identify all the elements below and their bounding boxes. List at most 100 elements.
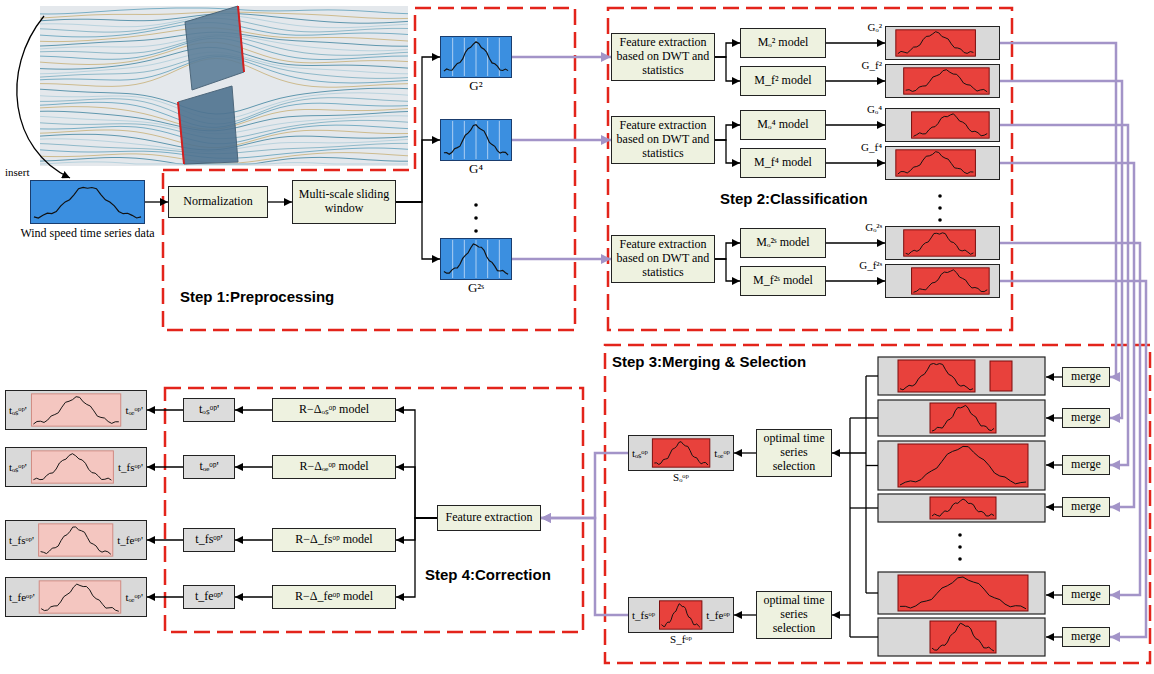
arrow-connector — [147, 596, 183, 597]
arrow-connector — [826, 162, 885, 163]
box-text: optimal time series selection — [760, 594, 828, 635]
arrow-connector — [715, 243, 740, 259]
step-heading: Step 1:Preprocessing — [180, 288, 334, 305]
series-segment — [31, 394, 120, 426]
series-curve — [914, 270, 988, 292]
box-text: M_f²ˢ model — [753, 274, 813, 288]
mini-chart — [886, 227, 999, 259]
process-box: Feature extraction based on DWT and stat… — [611, 235, 715, 283]
process-box: merge — [1062, 455, 1110, 476]
box-text: Feature extraction — [446, 511, 533, 525]
blade-edge — [178, 102, 184, 164]
series-segment — [990, 361, 1012, 391]
arrow-connector — [145, 201, 168, 202]
series-label: S_fᵒᵖ — [629, 633, 733, 646]
selection-wire — [866, 465, 878, 466]
flow-connector — [1000, 281, 1146, 637]
process-box: Mₒ⁴ model — [740, 110, 826, 140]
class-result-box: G_f² — [885, 64, 1000, 98]
process-box: M_f² model — [740, 66, 826, 96]
selection-wire — [850, 636, 878, 637]
arrow-connector — [826, 242, 885, 243]
process-box: R−Δ_fsᵒᵖ model — [272, 528, 396, 552]
series-curve — [33, 397, 118, 424]
group-label: Gₒ²ˢ — [865, 221, 882, 234]
series-segment — [898, 360, 975, 392]
arrow-connector — [235, 409, 272, 410]
selection-wire — [850, 417, 878, 418]
time-label: tₒₛᵒᵖ' — [9, 461, 27, 474]
box-text: Feature extraction based on DWT and stat… — [615, 238, 711, 279]
time-label: t_fsᵒᵖ' — [118, 461, 143, 474]
arrow-connector — [235, 596, 272, 597]
process-box: merge — [1062, 627, 1110, 648]
process-box: merge — [1062, 367, 1110, 388]
step-heading: Step 4:Correction — [425, 566, 551, 583]
arrow-connector — [396, 57, 440, 202]
time-label: tₒₑᵒᵖ' — [125, 404, 143, 417]
step-region — [608, 8, 1012, 330]
window-line — [487, 38, 488, 76]
illustration-ground — [40, 6, 408, 166]
window-line — [476, 121, 477, 159]
process-box: R−Δₒₑᵒᵖ model — [272, 455, 396, 479]
turbine-blade — [185, 6, 244, 90]
box-text: merge — [1071, 370, 1101, 384]
window-group-box: G²ˢ — [440, 238, 512, 280]
flow-connector — [1000, 43, 1116, 377]
arrow-connector — [147, 466, 183, 467]
process-box: merge — [1062, 585, 1110, 606]
window-line — [452, 240, 453, 278]
series-segment — [660, 601, 702, 629]
box-text: Normalization — [183, 195, 252, 209]
corrected-series-box: tₒₛᵒᵖ'tₒₑᵒᵖ' — [5, 390, 147, 430]
step-heading: Step 3:Merging & Selection — [612, 353, 806, 370]
output-value-box: t_fsᵒᵖ' — [183, 528, 235, 552]
arrow-connector — [715, 43, 740, 57]
time-label: tₒₑᵒᵖ — [714, 447, 730, 460]
corrected-series-box: t_fsᵒᵖ't_feᵒᵖ' — [5, 520, 147, 560]
process-box: Feature extraction based on DWT and stat… — [611, 116, 715, 164]
series-frame — [878, 494, 1045, 522]
series-label: Sₒᵒᵖ — [629, 471, 733, 484]
flow-connector — [1000, 81, 1122, 418]
time-label: t_fsᵒᵖ — [632, 609, 655, 622]
series-segment — [898, 575, 1028, 611]
series-curve — [898, 32, 974, 54]
window-group-box: G⁴ — [440, 119, 512, 161]
box-text: Feature extraction based on DWT and stat… — [615, 119, 711, 160]
series-segment — [904, 68, 989, 94]
box-text: M_f² model — [754, 74, 811, 88]
series-segment — [904, 230, 976, 256]
turbine-blade — [178, 86, 238, 164]
selection-arrow — [832, 614, 850, 615]
process-box: M_f²ˢ model — [740, 266, 826, 296]
selected-series-box: tₒₛᵒᵖtₒₑᵒᵖSₒᵒᵖ — [628, 435, 734, 471]
time-label: tₒₛᵒᵖ — [632, 447, 648, 460]
class-result-box: G_f⁴ — [885, 146, 1000, 180]
series-segment — [930, 497, 996, 519]
mini-chart — [886, 65, 999, 97]
series-curve — [444, 125, 508, 155]
time-label: t_feᵒᵖ' — [9, 591, 35, 604]
series-curve — [33, 454, 111, 480]
mini-chart — [886, 265, 999, 297]
annotation-label: insert — [4, 166, 30, 178]
flow-connector — [1000, 163, 1134, 507]
process-box: R−Δₒₛᵒᵖ model — [272, 398, 396, 422]
step-heading: Step 2:Classification — [720, 190, 868, 207]
time-label: t_feᵒᵖ' — [117, 534, 143, 547]
series-curve — [41, 527, 111, 554]
arrow-connector — [396, 518, 437, 540]
box-text: tₒₛᵒᵖ' — [199, 403, 219, 417]
process-box: Feature extraction based on DWT and stat… — [611, 33, 715, 81]
arrow-connector — [715, 57, 740, 81]
process-box: merge — [1062, 497, 1110, 518]
arrow-connector — [734, 452, 756, 453]
series-frame — [878, 572, 1045, 614]
box-text: t_fsᵒᵖ' — [195, 533, 222, 547]
flow-connector — [512, 56, 611, 59]
arrow-connector — [715, 140, 740, 163]
series-curve — [900, 577, 1026, 609]
